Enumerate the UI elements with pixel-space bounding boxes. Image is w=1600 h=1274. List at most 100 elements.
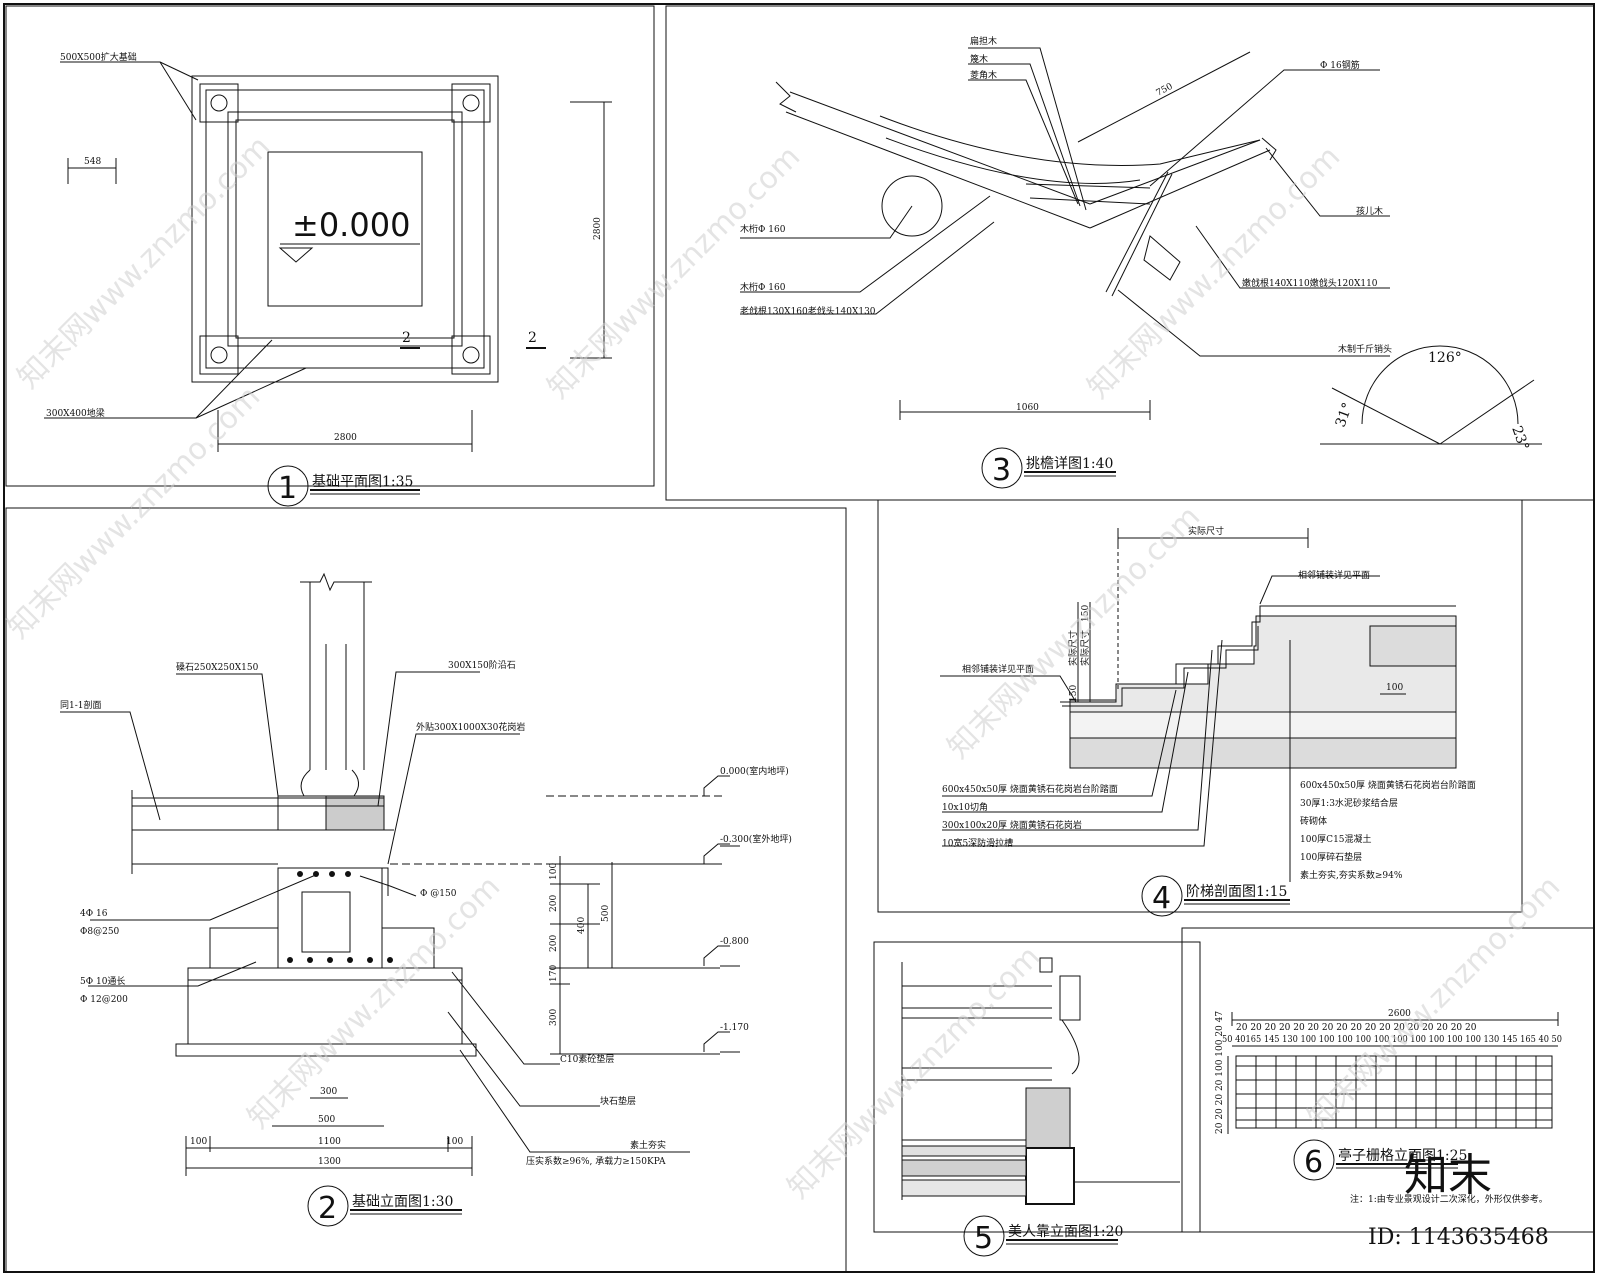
p6-title: 亭子栅格立面图1:25 [1338, 1147, 1467, 1164]
panel-6-grille-elevation [1227, 1012, 1559, 1134]
p2-level-3: -1.170 [720, 1023, 749, 1033]
panel-5-title-block [963, 1215, 1118, 1257]
panel-6-title-block [1293, 1139, 1458, 1181]
p3-label-2: 菱角木 [970, 69, 997, 81]
p3-label-1: 篾木 [970, 53, 988, 65]
p1-label-base: 500X500扩大基础 [60, 51, 137, 63]
p4-vdim-0: 150 [1081, 605, 1091, 622]
p2-level-2: -0.800 [720, 937, 749, 947]
panel-2-foundation-elevation [60, 572, 740, 1176]
watermark-logo: 知末 [1404, 1150, 1492, 1201]
panel-2-frame [5, 507, 847, 1273]
p3-title-number: 3 [992, 453, 1011, 488]
p4-legend-right-5: 素土夯实,夯实系数≥94% [1300, 869, 1403, 881]
watermark-text: 知末网www.znzmo.com [11, 129, 277, 395]
p2-label-left-0: 同1-1剖面 [60, 699, 102, 711]
watermark-id: ID: 1143635468 [1368, 1225, 1549, 1250]
p4-legend-right-2: 砖砌体 [1300, 815, 1327, 827]
p4-legend-left-3: 10宽5深防滑拉槽 [942, 837, 1013, 849]
p4-vdim-1: 实际尺寸 [1067, 630, 1079, 666]
p4-legend-right-0: 600x450x50厚 烧面黄锈石花岗岩台阶踏面 [1300, 779, 1476, 791]
p2-title: 基础立面图1:30 [352, 1193, 453, 1210]
p6-dims-left: 20 20 20 20 100 100 20 47 [1215, 1011, 1225, 1134]
p4-title-number: 4 [1152, 881, 1171, 916]
p2-hdim-1: 500 [318, 1115, 335, 1125]
panel-6-frame [1181, 927, 1595, 1233]
p6-title-number: 6 [1304, 1145, 1323, 1180]
watermark-text: 知末网www.znzmo.com [541, 139, 807, 405]
watermark-text: 知末网www.znzmo.com [1081, 139, 1347, 405]
p4-legend-left-0: 600x450x50厚 烧面黄锈石花岗岩台阶踏面 [942, 783, 1118, 795]
p2-vdim-2: 200 [549, 935, 559, 952]
p2-label-left-2: 4Φ 16 [80, 909, 108, 919]
p4-dim-100: 100 [1386, 683, 1403, 693]
p2-label-left-4: 5Φ 10通长 [80, 975, 125, 987]
p3-label-3: Φ 16钢筋 [1320, 59, 1360, 71]
p2-label-left-1: 磉石250X250X150 [176, 662, 259, 673]
p5-title-number: 5 [974, 1221, 993, 1256]
p3-angle-126: 126° [1428, 350, 1462, 366]
p4-label-left: 相邻铺装详见平面 [962, 663, 1034, 675]
p3-angle-31: 31° [1333, 401, 1357, 430]
p2-note: 压实系数≥96%, 承载力≥150KPA [526, 1155, 666, 1167]
panel-3-eave-detail [740, 47, 1542, 445]
p2-hdim-0: 300 [320, 1087, 337, 1097]
p2-label-right-0: C10素砼垫层 [560, 1053, 614, 1065]
watermark-text: 知末网www.znzmo.com [1301, 869, 1567, 1135]
p4-legend-right-4: 100厚碎石垫层 [1300, 851, 1362, 863]
p2-label-left-5: Φ 12@200 [80, 995, 128, 1005]
p4-legend-left-2: 300x100x20厚 烧面黄锈石花岗岩 [942, 819, 1082, 831]
p6-dim-total: 2600 [1388, 1009, 1411, 1019]
p2-hdim-2: 100 [190, 1137, 207, 1147]
panel-5-railing-seat [901, 957, 1180, 1205]
p3-angle-23: 23° [1508, 424, 1532, 453]
p1-label-beam: 300X400地梁 [46, 407, 105, 419]
p2-hdim-4: 100 [446, 1137, 463, 1147]
p2-label-left-3: Φ8@250 [80, 927, 120, 937]
p2-vdim-1: 200 [549, 895, 559, 912]
p1-dim-548: 548 [84, 157, 101, 167]
p2-vdim-5: 400 [577, 917, 587, 934]
panel-4-stair-section [940, 528, 1457, 882]
p2-hdim-3: 1100 [318, 1137, 341, 1147]
p1-title: 基础平面图1:35 [312, 473, 413, 490]
p4-legend-left-1: 10x10切角 [942, 801, 988, 813]
p4-vdim-3: 150 [1069, 685, 1079, 702]
p2-vdim-3: 170 [549, 965, 559, 982]
p3-title: 挑檐详图1:40 [1026, 456, 1113, 472]
p6-dims-20: 20 20 20 20 20 20 20 20 20 20 20 20 20 2… [1236, 1023, 1477, 1033]
p3-label-0: 扁担木 [970, 35, 997, 47]
p4-label-top-right: 相邻铺装详见平面 [1298, 569, 1370, 581]
p2-level-1: -0.300(室外地坪) [720, 833, 792, 845]
p2-label-top-1: 外贴300X1000X30花岗岩 [416, 721, 525, 733]
p2-title-number: 2 [318, 1191, 337, 1226]
p4-title: 阶梯剖面图1:15 [1186, 884, 1287, 900]
p2-hdim-5: 1300 [318, 1157, 341, 1167]
panel-2-title-block [307, 1185, 462, 1227]
p1-dim-width: 2800 [334, 433, 357, 443]
panel-4-frame [877, 499, 1523, 913]
p4-legend-right-3: 100厚C15混凝土 [1300, 833, 1372, 845]
p2-label-phi150: Φ @150 [420, 889, 457, 899]
p3-label-7: 老戗根130X160老戗头140X130 [740, 305, 876, 317]
p2-vdim-4: 300 [549, 1009, 559, 1026]
watermark-text: 知末网www.znzmo.com [241, 869, 507, 1135]
watermark-text: 知末网www.znzmo.com [1, 379, 267, 645]
panel-1-title-block [267, 465, 420, 507]
p3-label-4: 孩儿木 [1356, 205, 1383, 217]
p2-label-right-1: 块石垫层 [600, 1095, 636, 1107]
panel-3-title-block [981, 447, 1116, 489]
panel-3-frame [665, 5, 1595, 501]
p3-label-9: 木制千斤销头 [1338, 343, 1392, 355]
p4-vdim-2: 实际尺寸 [1079, 630, 1091, 666]
panel-4-title-block [1141, 875, 1290, 917]
panel-5-frame [873, 941, 1201, 1233]
p3-label-5: 木桁Φ 160 [740, 223, 786, 235]
p1-title-number: 1 [278, 471, 297, 506]
p3-label-6: 木桁Φ 160 [740, 281, 786, 293]
panel-1-foundation-plan [44, 61, 612, 452]
p4-legend-right-1: 30厚1:3水泥砂浆结合层 [1300, 797, 1398, 809]
p1-section-a: 2 [402, 330, 411, 346]
p3-label-8: 嫩戗根140X110嫩戗头120X110 [1242, 277, 1378, 289]
